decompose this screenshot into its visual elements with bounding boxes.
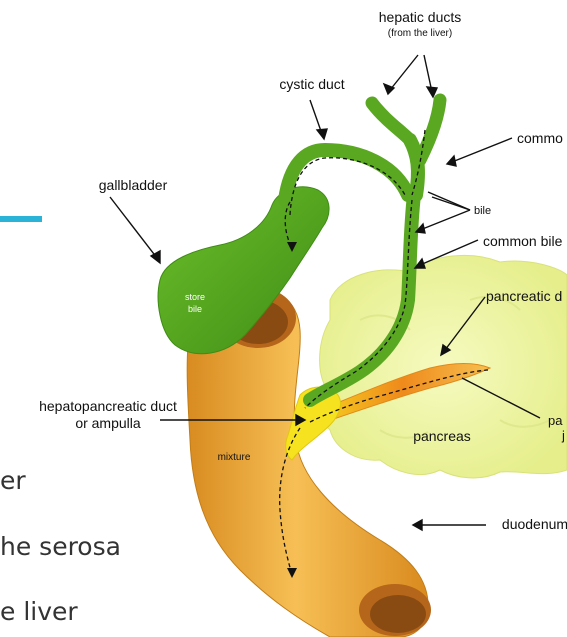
label-bile: bile <box>474 205 491 217</box>
slide-text-line-2: he serosa <box>0 532 121 561</box>
label-mixture: mixture <box>218 452 251 463</box>
label-ampulla: or ampulla <box>75 415 141 431</box>
label-store-bile: bile <box>188 304 202 314</box>
label-hepatic-ducts: hepatic ducts <box>379 9 462 25</box>
label-duodenum: duodenum <box>502 516 567 532</box>
slide-text-line-3: e liver <box>0 597 78 626</box>
label-store: store <box>185 292 205 302</box>
hepatic-duct-right <box>420 100 440 160</box>
label-common-bile-duct: common bile <box>483 233 563 249</box>
label-pancreatic-duct: pancreatic d <box>486 288 562 304</box>
hepatic-duct-left <box>372 103 410 140</box>
label-j: j <box>561 428 565 443</box>
label-gallbladder: gallbladder <box>99 177 168 193</box>
label-cystic-duct: cystic duct <box>279 76 344 92</box>
gallbladder-shape <box>158 187 329 354</box>
label-hepatopancreatic-duct: hepatopancreatic duct <box>39 398 177 414</box>
label-pa: pa <box>548 413 563 428</box>
label-pancreas: pancreas <box>413 428 471 444</box>
label-common-hepatic-duct: commo <box>517 130 563 146</box>
slide-text-line-1: er <box>0 466 26 495</box>
label-hepatic-ducts-sub: (from the liver) <box>388 28 452 39</box>
